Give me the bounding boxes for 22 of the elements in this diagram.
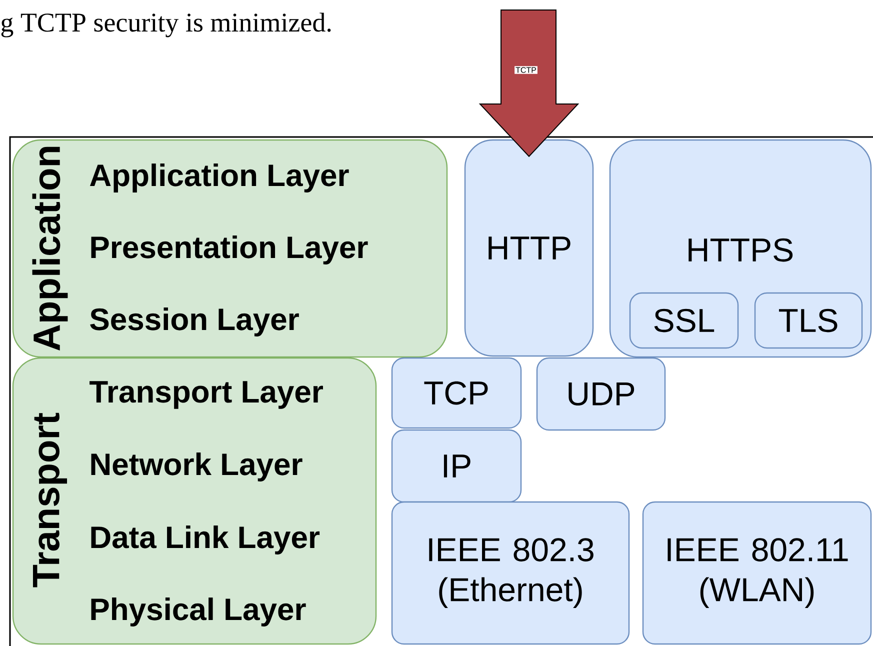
layer-group-box <box>12 139 448 358</box>
protocol-box: IP <box>391 429 522 503</box>
layer-name: Application Layer <box>90 164 349 192</box>
block-arrow <box>478 10 580 158</box>
protocol-box: SSL <box>629 292 739 349</box>
layer-name: Session Layer <box>90 308 299 336</box>
layer-name: Presentation Layer <box>91 236 368 264</box>
protocol-box: HTTP <box>464 139 594 357</box>
protocol-box: IEEE 802.11 (WLAN) <box>642 501 872 645</box>
layer-name: Network Layer <box>91 452 302 482</box>
protocol-box: TCP <box>391 357 522 429</box>
group-heading: Transport <box>32 412 68 588</box>
layer-name: Transport Layer <box>90 381 323 409</box>
layer-name: Physical Layer <box>91 598 306 626</box>
edge-label: TCTP <box>514 66 538 74</box>
protocol-box: UDP <box>536 357 666 431</box>
protocol-box: IEEE 802.3 (Ethernet) <box>391 501 630 645</box>
group-heading: Application <box>32 146 68 350</box>
body-text: g TCTP security is minimized. <box>1 12 331 38</box>
protocol-box: TLS <box>754 292 863 349</box>
layer-name: Data Link Layer <box>91 526 320 554</box>
layer-group-box <box>12 357 377 645</box>
